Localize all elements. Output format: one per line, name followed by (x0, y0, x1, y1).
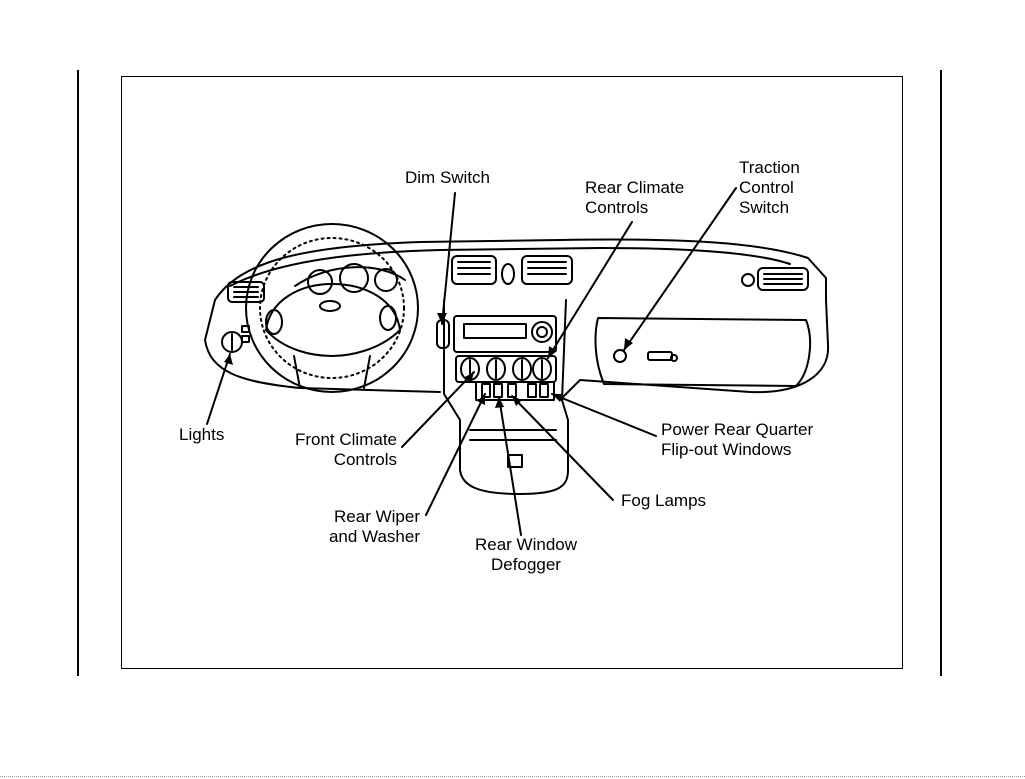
center-vent-right (522, 256, 572, 284)
center-vent-knob (502, 264, 514, 284)
fog-lamps-label: Fog Lamps (621, 491, 706, 511)
traction-control-switch-label: Traction Control Switch (739, 158, 800, 218)
glovebox-outline (596, 318, 811, 386)
lower-console (470, 430, 556, 440)
steering-logo (320, 301, 340, 311)
traction-control-button (614, 350, 626, 362)
dashboard-brow (230, 248, 790, 286)
rear-climate-leader (548, 222, 632, 358)
glovebox-handle (648, 352, 672, 360)
rear-climate-controls-label: Rear Climate Controls (585, 178, 684, 218)
rear-window-defogger-label: Rear Window Defogger (464, 535, 588, 575)
center-vent-left (452, 256, 496, 284)
page-bottom-dotted-rule (0, 776, 1025, 777)
lights-label: Lights (179, 425, 224, 445)
rear-wiper-washer-label: Rear Wiper and Washer (312, 507, 420, 547)
dim-switch-label: Dim Switch (405, 168, 490, 188)
power-rear-quarter-windows-label: Power Rear Quarter Flip-out Windows (661, 420, 813, 460)
front-climate-leader (402, 372, 474, 447)
front-climate-controls-label: Front Climate Controls (278, 430, 397, 470)
right-vent-knob (742, 274, 754, 286)
center-stack (444, 300, 568, 494)
